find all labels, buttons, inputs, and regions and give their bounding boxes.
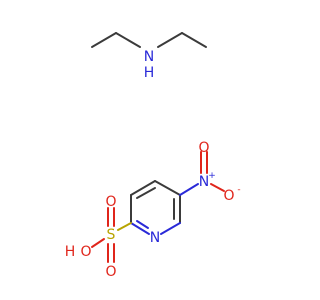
bond-n-c3-right	[157, 32, 183, 48]
nitro-oxygen-right-label: O	[223, 188, 234, 204]
nitro-nitrogen-charge: +	[208, 171, 216, 181]
bond-c5-nitro-n	[179, 183, 199, 196]
nitropyridine-sulfonic-acid-molecule: N N + O O - S O O O H	[65, 140, 241, 280]
nitro-oxygen-top-label: O	[198, 140, 209, 156]
ring-nitrogen-label: N	[150, 230, 160, 246]
nitro-nitrogen-label: N	[199, 174, 209, 190]
sulfonyl-oxygen-upper-label: O	[105, 194, 116, 210]
ring-bond-c3-c4	[130, 180, 156, 196]
ring-bond-c4-c5	[154, 180, 181, 196]
ring-bond-c6-n	[160, 222, 181, 235]
amine-nitrogen-label: N	[144, 49, 154, 65]
sulfur-label: S	[107, 227, 116, 243]
bond-c1-c2	[91, 32, 117, 48]
amine-hydrogen-label: H	[144, 65, 155, 81]
bond-s-o-hydroxyl	[91, 238, 105, 248]
nitro-oxygen-charge: -	[237, 185, 240, 195]
bond-c2-s	[117, 222, 132, 231]
ring-bond-n-c2-inner	[136, 220, 149, 229]
bond-c3-c4	[181, 32, 207, 48]
hydroxyl-hydrogen-label: H	[65, 244, 76, 260]
hydroxyl-oxygen-label: O	[80, 244, 91, 260]
sulfonyl-oxygen-lower-label: O	[105, 264, 116, 280]
bond-c2-n-left	[115, 32, 141, 48]
bond-nitro-n-o-right	[210, 183, 225, 192]
ring-bond-n-c2	[130, 222, 150, 235]
structure-canvas: N H N N + O O - S O O O H	[65, 32, 241, 280]
diethylamine-molecule: N H	[91, 32, 207, 81]
ring-bond-c3-c4-inner	[136, 187, 156, 199]
